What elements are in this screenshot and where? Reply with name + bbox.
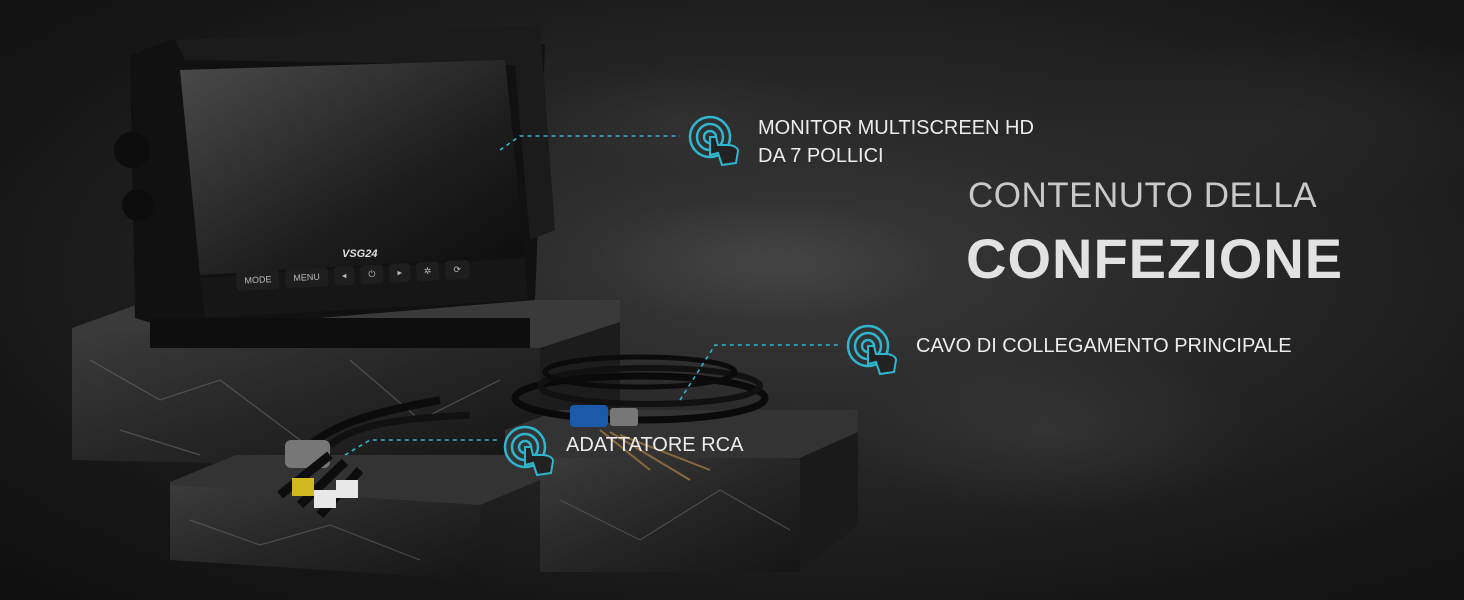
monitor-brightness-button: ✲ — [415, 261, 440, 282]
touch-hand-icon — [846, 324, 906, 389]
callout-monitor-label: MONITOR MULTISCREEN HD DA 7 POLLICI — [758, 114, 1034, 170]
monitor-mode-button: MODE — [236, 269, 280, 291]
monitor-brand-logo: VSG24 — [342, 248, 378, 260]
callout-rca-label: ADATTATORE RCA — [566, 434, 744, 456]
monitor-rotate-button: ⟳ — [444, 259, 470, 281]
callout-cable-label: CAVO DI COLLEGAMENTO PRINCIPALE — [916, 335, 1292, 357]
main-cable — [511, 354, 769, 481]
monitor — [114, 25, 555, 348]
rca-adapter — [277, 396, 471, 518]
touch-hand-icon — [503, 425, 563, 490]
touch-hand-icon — [688, 115, 748, 180]
heading-line1: CONTENUTO DELLA — [968, 176, 1318, 215]
callout-monitor-line2: DA 7 POLLICI — [758, 145, 884, 167]
marble-block-left — [170, 455, 540, 580]
monitor-power-button: ⏻ — [359, 264, 384, 285]
monitor-left-button: ◂ — [333, 265, 355, 286]
heading-line2: CONFEZIONE — [966, 227, 1344, 290]
callout-lines — [344, 135, 840, 456]
monitor-right-button: ▸ — [388, 262, 411, 283]
callout-monitor-line1: MONITOR MULTISCREEN HD — [758, 117, 1034, 139]
monitor-menu-button: MENU — [284, 267, 329, 289]
